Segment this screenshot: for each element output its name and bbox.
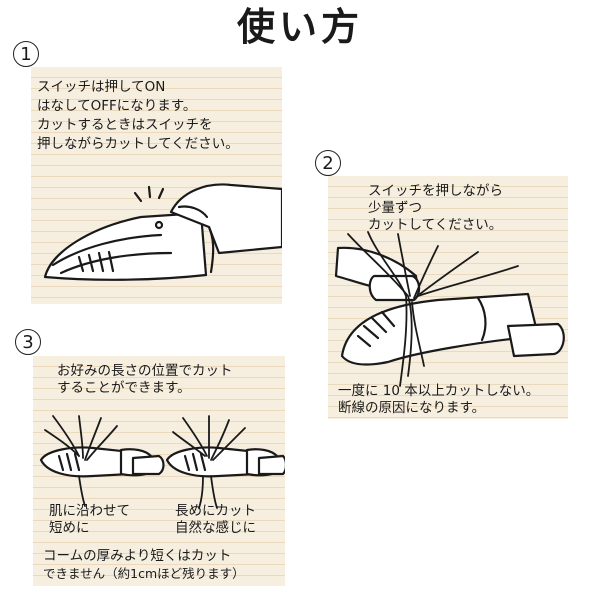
step-1-panel: スイッチは押してON はなしてOFFになります。 カットするときはスイッチを 押… [31, 67, 282, 304]
step-1-number: 1 [13, 41, 39, 67]
step-3-left-caption-1: 肌に沿わせて [49, 502, 130, 520]
step-2-panel: スイッチを押しながら 少量ずつ カットしてください。 一度に 10 本以上カット… [328, 176, 568, 419]
step-2-number: 2 [315, 150, 341, 176]
step-3-footer-1: コームの厚みより短くはカット [43, 547, 231, 565]
step-3-right-caption-1: 長めにカット [175, 502, 256, 520]
step-3-number: 3 [15, 329, 41, 355]
page-title: 使い方 [0, 2, 600, 52]
step-2-warning-1: 一度に 10 本以上カットしない。 [338, 382, 539, 400]
step-3-footer-2: できません（約1cmほど残ります） [43, 566, 245, 582]
step-3-right-caption-2: 自然な感じに [175, 519, 256, 537]
trimmer-with-thumb-illustration [31, 67, 282, 304]
step-2-warning-2: 断線の原因になります。 [338, 399, 485, 417]
step-3-left-caption-2: 短めに [49, 519, 90, 537]
step-3-panel: お好みの長さの位置でカット することができます。 肌に沿わせて 短めに 長めにカ… [33, 356, 285, 586]
